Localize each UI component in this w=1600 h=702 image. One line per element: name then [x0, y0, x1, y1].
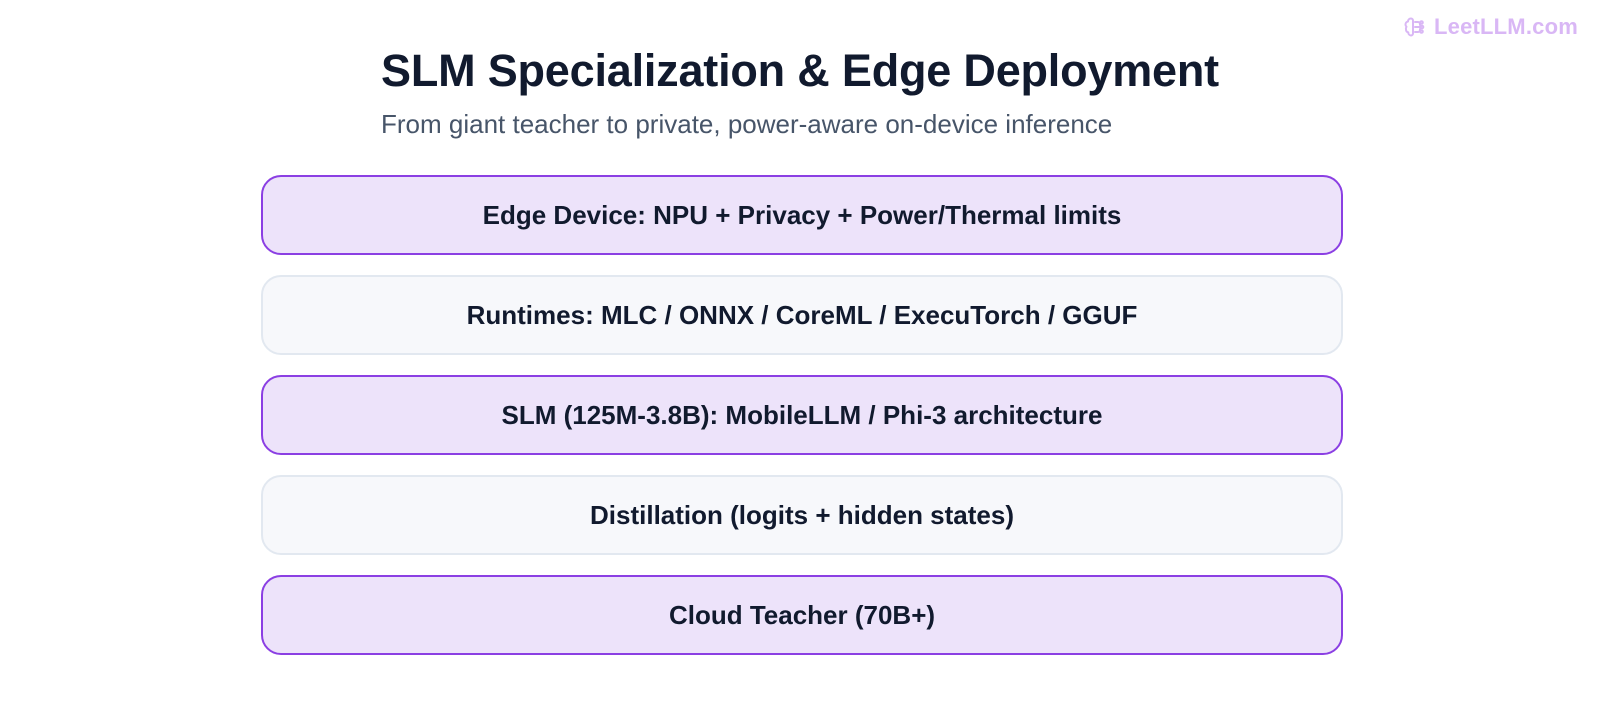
layer-cloud-teacher: Cloud Teacher (70B+) [261, 575, 1343, 655]
layer-label: SLM (125M-3.8B): MobileLLM / Phi-3 archi… [501, 399, 1103, 430]
brand-logo: LeetLLM.com [1402, 14, 1578, 40]
layer-label: Edge Device: NPU + Privacy + Power/Therm… [482, 199, 1122, 230]
layer-edge-device: Edge Device: NPU + Privacy + Power/Therm… [261, 175, 1343, 255]
layer-stack: Edge Device: NPU + Privacy + Power/Therm… [261, 175, 1343, 655]
layer-label: Cloud Teacher (70B+) [668, 599, 936, 630]
layer-label: Runtimes: MLC / ONNX / CoreML / ExecuTor… [466, 299, 1138, 330]
brand-name: LeetLLM.com [1434, 14, 1578, 39]
diagram-header: SLM Specialization & Edge Deployment Fro… [381, 42, 1281, 140]
diagram-title: SLM Specialization & Edge Deployment [381, 45, 1219, 96]
layer-label: Distillation (logits + hidden states) [590, 499, 1014, 530]
layer-runtimes: Runtimes: MLC / ONNX / CoreML / ExecuTor… [261, 275, 1343, 355]
layer-distillation: Distillation (logits + hidden states) [261, 475, 1343, 555]
diagram-subtitle: From giant teacher to private, power-awa… [381, 109, 1113, 139]
brain-icon [1402, 15, 1426, 39]
layer-slm: SLM (125M-3.8B): MobileLLM / Phi-3 archi… [261, 375, 1343, 455]
